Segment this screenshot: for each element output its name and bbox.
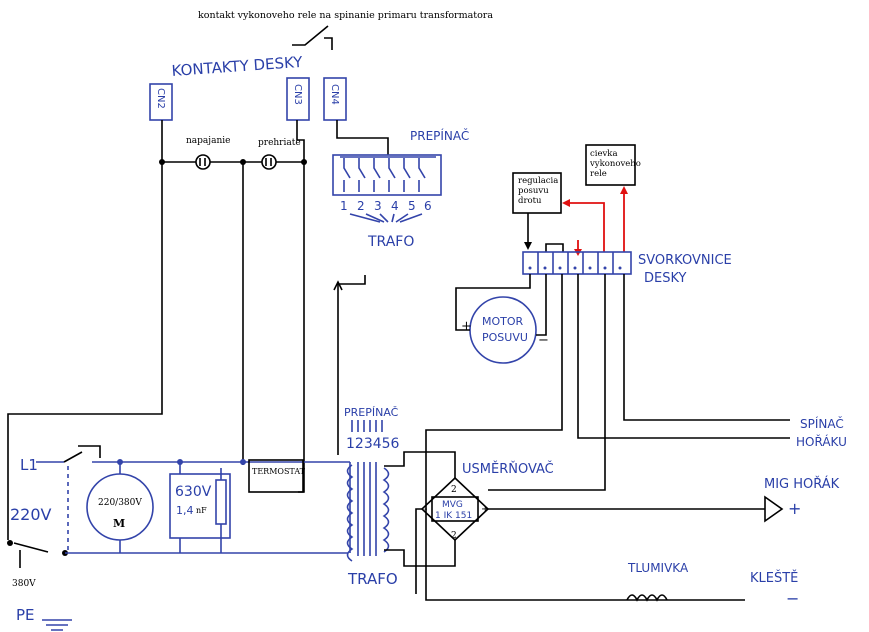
- contacts-title: KONTAKTY DESKY: [171, 53, 304, 80]
- horaku-label: HOŘÁKU: [796, 434, 847, 449]
- main-motor: 220/380V M: [86, 473, 154, 541]
- motor-minus: −: [538, 333, 549, 348]
- trafo-top-label: TRAFO: [367, 234, 414, 250]
- svg-text:M: M: [113, 517, 125, 530]
- svg-text:1: 1: [340, 199, 348, 213]
- capacitor: 630V 1,4 nF: [169, 473, 231, 539]
- svg-text:-: -: [424, 504, 427, 515]
- svg-text:vykonoveho: vykonoveho: [589, 159, 641, 169]
- svg-text:POSUVU: POSUVU: [482, 331, 528, 344]
- switch-number-row: 1 2 3 4 5 6: [340, 199, 432, 213]
- v220-label: 220V: [10, 505, 52, 524]
- tlumivka-label: TLUMIVKA: [627, 561, 689, 575]
- selector-switch-top: [332, 154, 442, 196]
- trafo-bottom-label: TRAFO: [347, 570, 398, 588]
- prehriate-connector: [261, 154, 277, 170]
- l1-label: L1: [20, 456, 38, 474]
- svg-text:2: 2: [451, 531, 457, 541]
- svorkovnice-label: SVORKOVNICE: [638, 253, 732, 268]
- svg-text:3: 3: [374, 199, 382, 213]
- kleste-label: KLEŠTĚ: [750, 570, 798, 586]
- v380-label: 380V: [12, 579, 36, 589]
- napajanie-connector: [195, 154, 211, 170]
- connector-cn4: CN4: [323, 77, 347, 121]
- svg-text:CN2: CN2: [155, 88, 166, 109]
- svg-text:drotu: drotu: [518, 196, 542, 206]
- motor-posuvu: MOTOR POSUVU: [469, 296, 537, 364]
- ground-icon: [42, 619, 72, 631]
- cievka-box: cievka vykonoveho rele: [585, 144, 641, 186]
- svg-text:2: 2: [451, 485, 457, 495]
- mig-torch-symbol: [764, 495, 784, 523]
- connector-cn3: CN3: [286, 77, 310, 121]
- desky-label: DESKY: [644, 271, 687, 286]
- mig-plus: +: [788, 499, 801, 518]
- rectifier-bridge: MVG 1 IK 151 2 2 + -: [420, 476, 489, 542]
- napajanie-label: napajanie: [186, 136, 230, 146]
- svg-text:MOTOR: MOTOR: [482, 315, 524, 328]
- svg-text:1 IK 151: 1 IK 151: [435, 511, 472, 521]
- choke-coil: [626, 594, 668, 602]
- svg-text:1,4: 1,4: [176, 504, 194, 517]
- top-note: kontakt vykonoveho rele na spinanie prim…: [198, 10, 493, 21]
- thermostat: TERMOSTAT: [248, 459, 306, 493]
- svg-text:CN4: CN4: [329, 84, 340, 105]
- prehriate-label: prehriate: [258, 138, 301, 148]
- spinac-label: SPÍNAČ: [800, 416, 844, 431]
- svg-text:+: +: [481, 504, 489, 515]
- kleste-minus: −: [786, 589, 799, 608]
- transformer: [346, 462, 390, 562]
- svg-text:630V: 630V: [175, 484, 212, 500]
- svg-text:CN3: CN3: [292, 84, 303, 105]
- svg-text:nF: nF: [196, 506, 207, 515]
- prepinac-top-label: PREPÍNAČ: [410, 128, 469, 143]
- connector-cn2: CN2: [149, 83, 173, 121]
- regulacia-box: regulacia posuvu drotu: [512, 172, 562, 214]
- trafo-number-row: 123456: [346, 436, 400, 452]
- usmernovac-label: USMĚRŇOVAČ: [462, 461, 554, 477]
- svg-text:posuvu: posuvu: [518, 186, 549, 196]
- svg-text:MVG: MVG: [442, 500, 463, 510]
- svg-text:4: 4: [391, 199, 399, 213]
- svg-text:rele: rele: [590, 169, 607, 179]
- svg-text:2: 2: [357, 199, 365, 213]
- svg-text:220/380V: 220/380V: [98, 498, 142, 508]
- relay-contact-symbol: [292, 25, 333, 50]
- prepinac-trafo-label: PREPÍNAČ: [344, 406, 399, 419]
- pe-label: PE: [16, 606, 35, 624]
- mig-label: MIG HOŘÁK: [764, 476, 840, 492]
- svg-text:cievka: cievka: [590, 149, 618, 159]
- svg-text:5: 5: [408, 199, 416, 213]
- svg-text:regulacia: regulacia: [518, 176, 558, 186]
- trafo-top-leads: [349, 213, 423, 223]
- motor-plus: +: [461, 319, 472, 334]
- svg-text:6: 6: [424, 199, 432, 213]
- svg-text:TERMOSTAT: TERMOSTAT: [252, 467, 306, 476]
- terminal-block: [522, 251, 632, 275]
